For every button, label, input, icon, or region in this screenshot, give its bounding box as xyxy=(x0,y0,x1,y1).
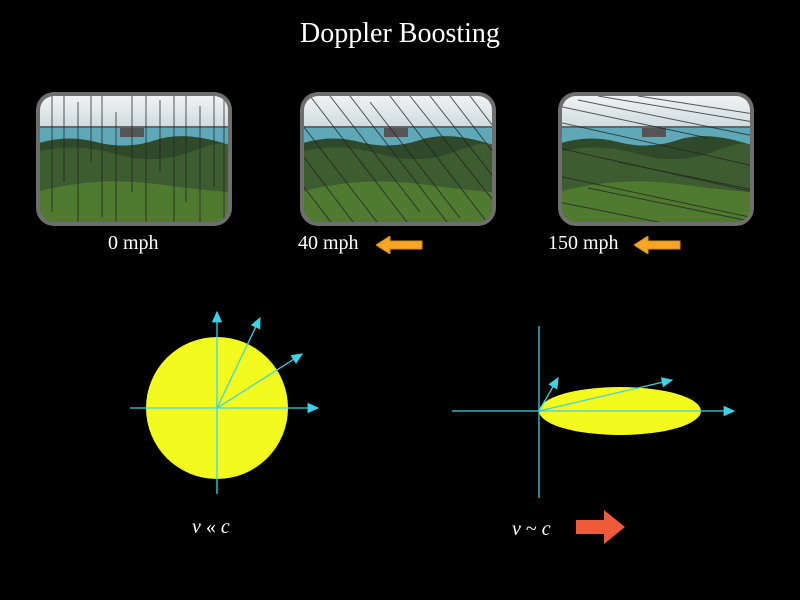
speed-label-40: 40 mph xyxy=(298,232,359,254)
window-0-mph xyxy=(36,92,232,226)
window-40-mph xyxy=(300,92,496,226)
isotropic-emission-diagram xyxy=(130,310,320,494)
ray-arrow xyxy=(538,376,559,412)
boosted-emission-diagram xyxy=(452,326,736,498)
caption-v-much-less-c: v « c xyxy=(192,516,230,538)
window-150-mph xyxy=(558,92,754,226)
caption-v-approx-c: v ~ c xyxy=(512,518,551,540)
ray-arrow xyxy=(216,316,261,409)
speed-label-150: 150 mph xyxy=(548,232,619,254)
speed-label-0: 0 mph xyxy=(108,232,159,254)
ray-arrow xyxy=(538,377,674,412)
right-arrow-icon xyxy=(576,510,625,544)
left-arrow-icon xyxy=(376,236,423,254)
ray-arrow xyxy=(216,353,304,409)
left-arrow-icon xyxy=(634,236,681,254)
page-title: Doppler Boosting xyxy=(300,18,500,49)
